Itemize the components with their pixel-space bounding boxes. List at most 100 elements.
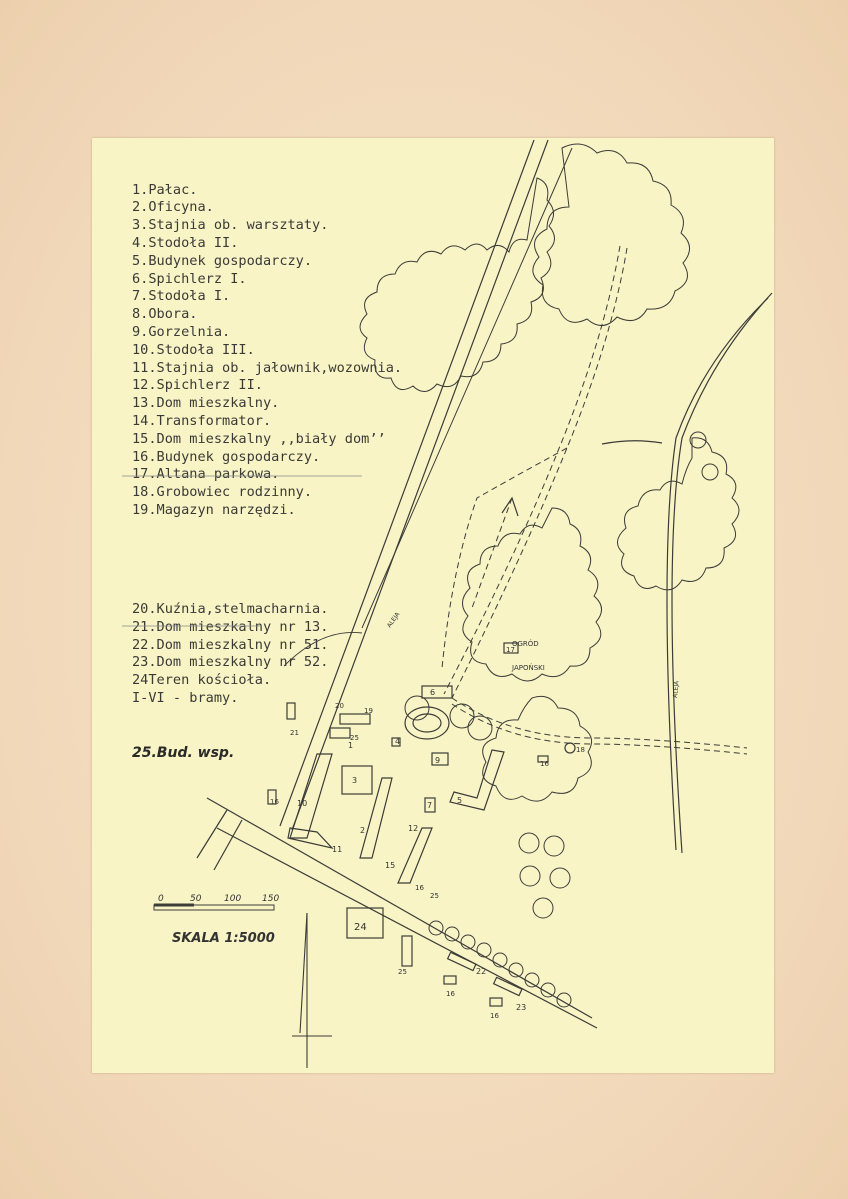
legend: 1.Pałac.2.Oficyna.3.Stajnia ob. warsztat…	[132, 146, 402, 799]
building-21	[286, 702, 296, 720]
num-25c: 25	[350, 734, 359, 742]
num-11: 11	[332, 845, 342, 854]
building-23	[492, 976, 523, 997]
num-19: 19	[364, 707, 373, 715]
legend-item: 23.Dom mieszkalny nr 52.	[132, 654, 329, 671]
num-16b: 16	[540, 760, 549, 768]
legend-item: 15.Dom mieszkalny ,,biały dom’’	[132, 430, 386, 447]
map-sheet: 1.Pałac.2.Oficyna.3.Stajnia ob. warsztat…	[92, 138, 774, 1073]
num-12: 12	[408, 824, 418, 833]
legend-item: 6.Spichlerz I.	[132, 270, 247, 287]
building-25	[401, 935, 413, 967]
right-road-1	[671, 292, 773, 854]
num-16e: 16	[490, 1012, 499, 1020]
num-24: 24	[354, 922, 367, 933]
legend-list-2: 20.Kuźnia,stelmacharnia.21.Dom mieszkaln…	[132, 601, 402, 708]
legend-item: 20.Kuźnia,stelmacharnia.	[132, 600, 329, 617]
palace-fountain	[412, 713, 442, 733]
road-label-left: ALEJA	[386, 610, 402, 629]
num-20: 20	[335, 702, 344, 710]
building-20	[329, 727, 351, 739]
garden-label-2: JAPOŃSKI	[511, 663, 545, 672]
legend-item: 12.Spichlerz II.	[132, 377, 263, 394]
palace-courtyard	[404, 706, 450, 740]
scale-tick-150: 150	[262, 894, 279, 904]
path-arrow-line	[471, 497, 513, 609]
park-path-2	[443, 245, 621, 695]
num-15: 15	[385, 861, 395, 870]
building-10	[289, 753, 333, 839]
building-5	[449, 749, 505, 811]
path-arrow-head	[501, 496, 519, 517]
garden-label-1: OGRÓD	[512, 639, 539, 648]
side-road-left-1	[196, 809, 228, 859]
legend-item: 1.Pałac.	[132, 181, 198, 198]
building-16a	[267, 789, 277, 805]
legend-item: 10.Stodoła III.	[132, 341, 255, 358]
num-21: 21	[290, 729, 299, 737]
legend-item: 5.Budynek gospodarczy.	[132, 252, 313, 269]
legend-item: 7.Stodoła I.	[132, 288, 231, 305]
num-16c: 16	[415, 884, 424, 892]
building-15	[397, 827, 433, 884]
building-7	[424, 797, 436, 813]
building-4	[391, 737, 401, 747]
legend-item: 9.Gorzelnia.	[132, 323, 231, 340]
railway-curve	[283, 631, 363, 667]
legend-item: 3.Stajnia ob. warsztaty.	[132, 217, 329, 234]
legend-list-1: 1.Pałac.2.Oficyna.3.Stajnia ob. warsztat…	[132, 182, 402, 520]
tree-cluster-east	[617, 437, 740, 591]
num-9: 9	[435, 756, 440, 765]
legend-item: 19.Magazyn narzędzi.	[132, 501, 296, 518]
building-24	[346, 907, 384, 939]
lower-road-edge-2	[216, 827, 598, 1029]
num-23: 23	[516, 1003, 526, 1012]
legend-item: 4.Stodoła II.	[132, 234, 239, 251]
site-plan-drawing: 0 50 100 150 SKALA 1:5000 OGRÓD JAPOŃSKI…	[122, 139, 773, 1068]
num-16a: 16	[270, 798, 279, 806]
legend-item: I-VI - bramy.	[132, 689, 239, 706]
legend-item: 17.Altana parkowa.	[132, 466, 280, 483]
building-22	[446, 951, 477, 972]
scale-tick-0: 0	[158, 894, 164, 904]
legend-item: 2.Oficyna.	[132, 199, 214, 216]
num-25b: 25	[430, 892, 439, 900]
num-22: 22	[476, 967, 486, 976]
num-10: 10	[297, 799, 307, 808]
legend-item: 22.Dom mieszkalny nr 51.	[132, 636, 329, 653]
tree-avenue-line	[361, 147, 573, 629]
num-5: 5	[457, 796, 462, 805]
legend-item: 16.Budynek gospodarczy.	[132, 448, 321, 465]
legend-item: 18.Grobowiec rodzinny.	[132, 484, 313, 501]
branch-road	[601, 440, 663, 445]
num-17: 17	[506, 646, 515, 654]
side-road-left-2	[213, 819, 243, 871]
num-4: 4	[395, 737, 400, 746]
legend-item: 24Teren kościoła.	[132, 672, 272, 689]
park-path-4	[451, 697, 748, 749]
legend-handwritten-item: 25.Bud. wsp.	[132, 745, 235, 762]
num-18: 18	[576, 746, 585, 754]
building-16d	[537, 755, 549, 763]
num-3: 3	[352, 776, 357, 785]
scale-tick-50: 50	[190, 894, 202, 904]
park-path-5	[451, 703, 748, 755]
road-label-right: ALEJA	[672, 680, 681, 698]
scale-label: SKALA 1:5000	[172, 931, 275, 946]
num-16d: 16	[446, 990, 455, 998]
building-2	[359, 777, 393, 859]
num-6: 6	[430, 688, 435, 697]
building-11	[287, 827, 334, 850]
building-9	[431, 752, 449, 766]
park-path-1	[451, 247, 628, 699]
scale-bar	[153, 903, 275, 911]
building-16b	[443, 975, 457, 985]
tree-cluster-garden	[462, 507, 602, 682]
num-25a: 25	[398, 968, 407, 976]
legend-item: 11.Stajnia ob. jałownik,wozownia.	[132, 359, 403, 376]
main-road-edge-right	[291, 139, 549, 831]
main-road-edge-left	[279, 139, 535, 827]
building-19	[339, 713, 371, 725]
building-6	[421, 685, 453, 699]
legend-item: 13.Dom mieszkalny.	[132, 395, 280, 412]
